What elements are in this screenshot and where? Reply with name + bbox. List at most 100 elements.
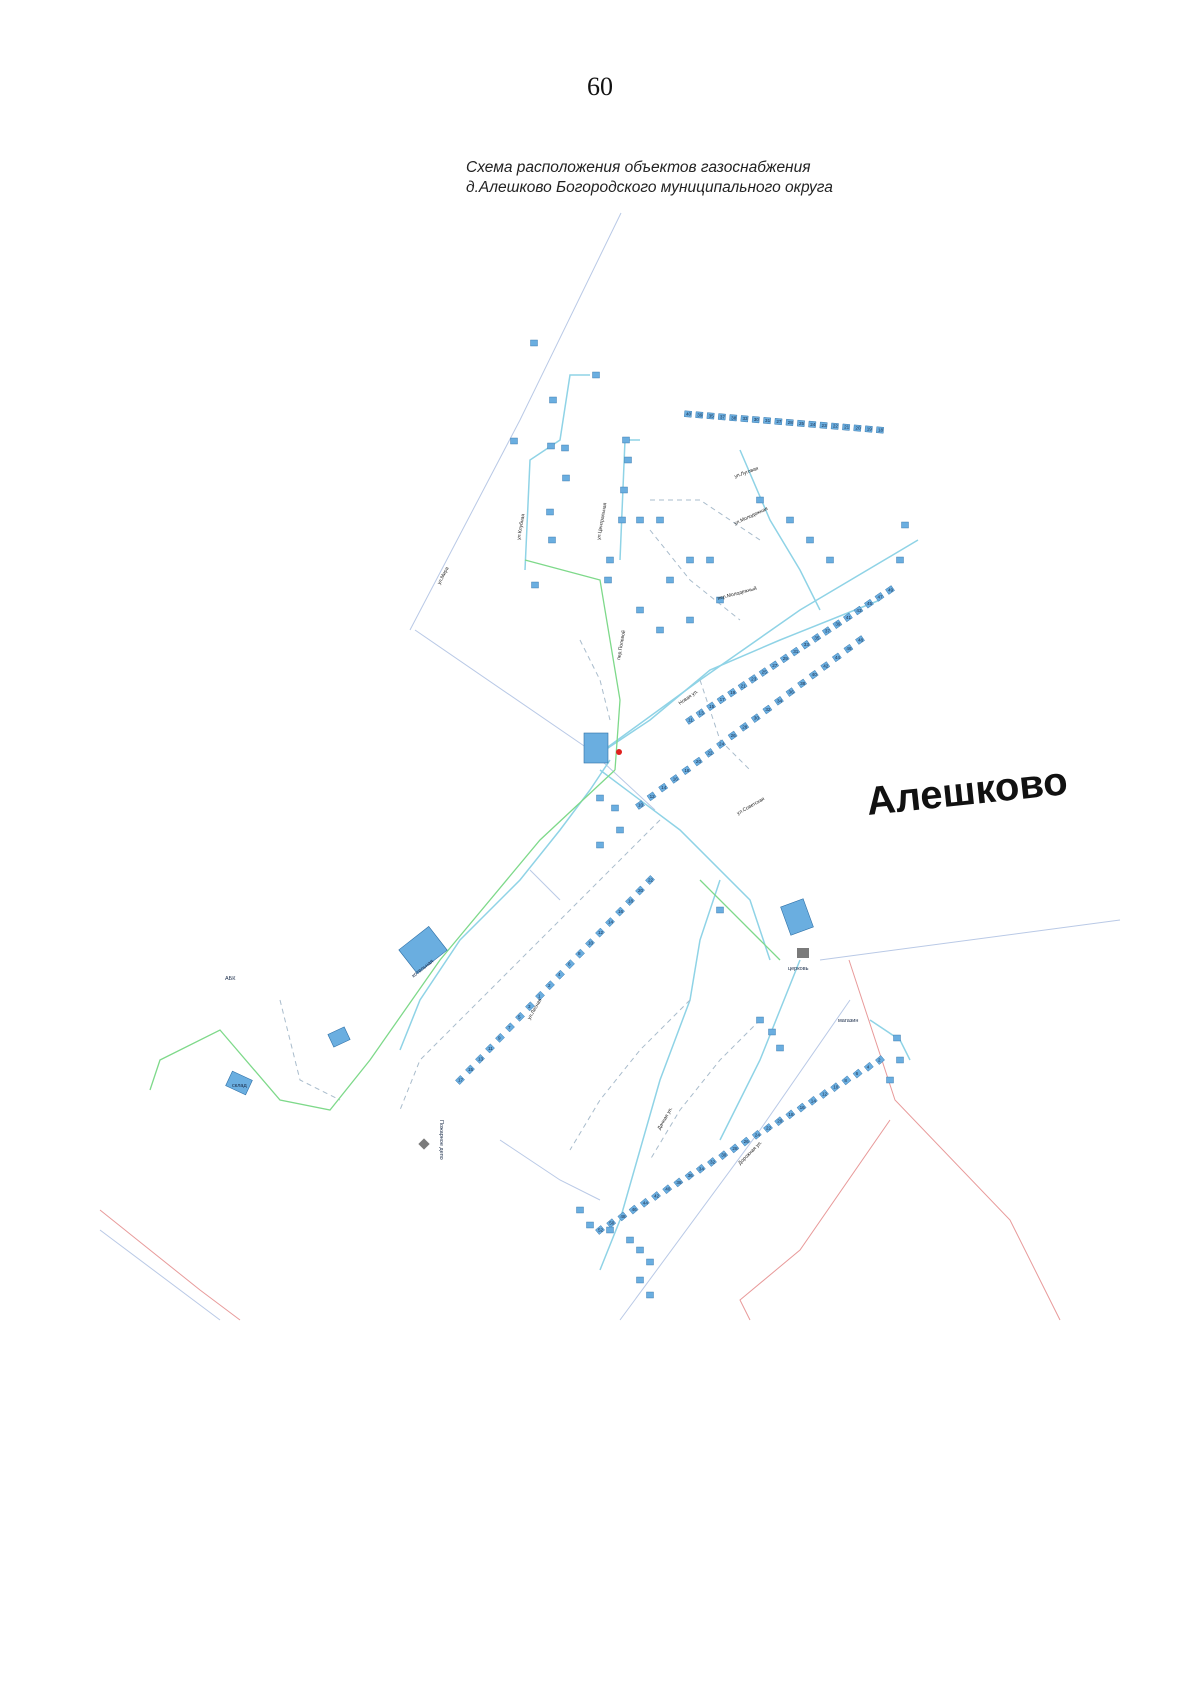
house-number: 3 [528, 1004, 531, 1009]
house [811, 633, 822, 643]
street-label-tsentralnaya: ул.Центральная [596, 502, 608, 540]
house-number: 28 [788, 420, 794, 425]
house [739, 722, 750, 732]
gas-branch-dorozhnaya [719, 959, 801, 1141]
house [525, 1001, 535, 1012]
house [727, 687, 737, 698]
house [706, 701, 716, 712]
house [826, 556, 834, 564]
house-number: 2 [548, 983, 551, 988]
house [776, 1044, 784, 1052]
label-abk: АБК [225, 976, 236, 982]
house-number: 26 [731, 733, 737, 738]
house-number: 43 [856, 608, 862, 613]
map-title-line-2: д.Алешково Богородского муниципального о… [466, 179, 833, 196]
house [821, 626, 832, 636]
house [669, 774, 680, 784]
gas-dashed-mira [649, 1019, 761, 1161]
house [686, 616, 694, 624]
house [893, 1034, 901, 1042]
house-number: 4 [867, 1064, 870, 1069]
house [666, 576, 674, 584]
house-number: 16 [800, 1105, 806, 1110]
house-number: 49 [888, 588, 894, 593]
house-number: 18 [684, 768, 690, 773]
house [729, 1143, 740, 1154]
house-number: 38 [800, 681, 806, 686]
house [843, 643, 854, 654]
house [635, 885, 645, 896]
green-pipeline [149, 559, 781, 1111]
house [585, 938, 595, 949]
house [595, 927, 605, 938]
house [874, 592, 885, 602]
house-number: 25 [762, 670, 768, 675]
road-south [619, 999, 851, 1321]
house [819, 1089, 829, 1099]
house [796, 419, 805, 427]
gas-main-north [589, 599, 881, 761]
house-number: 14 [661, 785, 667, 790]
road-southwest [99, 1229, 221, 1321]
house-number: 23 [822, 423, 828, 428]
house [695, 411, 704, 419]
house-number: 14 [608, 920, 614, 925]
house-number: 44 [643, 1200, 649, 1205]
house-number: 33 [742, 416, 748, 421]
gas-branch-center [399, 759, 611, 1051]
house [575, 948, 585, 959]
house-number: 20 [855, 426, 861, 431]
house-number: 18 [788, 1112, 794, 1117]
house [808, 420, 817, 428]
house [740, 415, 749, 423]
house [853, 605, 864, 616]
house-number: 24 [719, 742, 725, 747]
house-number: 12 [598, 930, 604, 935]
house [807, 1095, 818, 1106]
house [716, 739, 726, 749]
house-number: 21 [844, 425, 850, 430]
house [716, 906, 724, 914]
house-number: 15 [468, 1067, 474, 1072]
house [455, 1075, 465, 1085]
house-number: 29 [783, 656, 789, 661]
house [604, 576, 612, 584]
boundary-line-south [739, 1119, 891, 1321]
house [465, 1064, 475, 1075]
house [832, 619, 843, 629]
label-fire-depot: Пожарное депо [438, 1120, 444, 1160]
house-number: 7 [508, 1025, 511, 1030]
house [863, 1061, 874, 1072]
house-number: 44 [835, 655, 841, 660]
house-number: 10 [638, 803, 644, 808]
house-number: 36 [688, 1173, 694, 1178]
house [727, 730, 738, 741]
house-number: 11 [488, 1046, 493, 1051]
road-central-south [499, 1139, 601, 1201]
house-number: 34 [777, 698, 783, 703]
house-number: 16 [618, 909, 624, 914]
house-number: 18 [628, 899, 634, 904]
house [565, 959, 575, 970]
house [707, 1157, 717, 1167]
house [704, 748, 715, 758]
house [885, 585, 895, 595]
house [717, 413, 726, 421]
house [646, 1291, 654, 1299]
house-number: 13 [699, 711, 705, 716]
house-number: 16 [673, 776, 679, 781]
house [658, 782, 669, 793]
house [796, 1102, 807, 1113]
gas-spine-south [599, 769, 771, 961]
house [785, 687, 796, 697]
label-warehouse: склад [232, 1083, 247, 1089]
house [561, 444, 569, 452]
house-number: 11 [688, 718, 693, 723]
house-number: 35 [814, 635, 820, 640]
house [684, 1170, 695, 1181]
house [763, 1123, 773, 1133]
house-number: 10 [588, 941, 594, 946]
house-number: 13 [478, 1056, 484, 1061]
